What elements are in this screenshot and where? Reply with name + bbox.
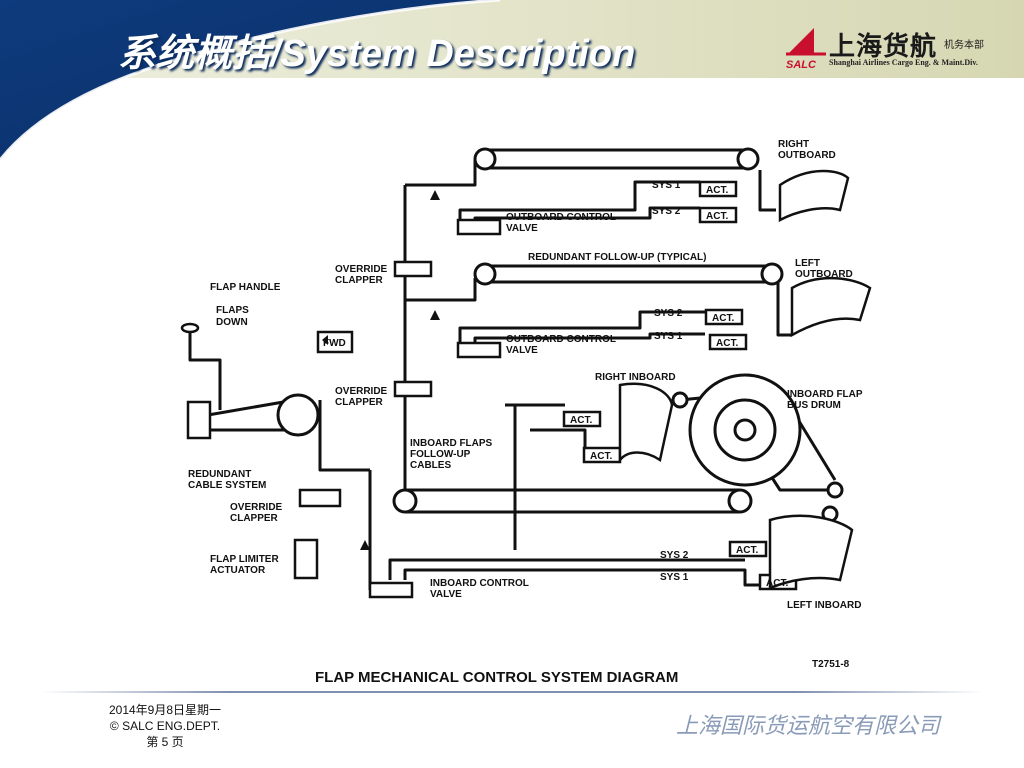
label-ob-valve-2a: OUTBOARD CONTROL (506, 334, 616, 345)
ob-control-valve-2 (456, 341, 502, 359)
footer-divider (40, 691, 984, 693)
ro-pulley-left (473, 147, 497, 171)
flap-handle-knob (180, 322, 200, 334)
override-clapper-3 (298, 488, 342, 508)
label-lo-sys2: SYS 2 (654, 308, 683, 319)
label-left-inboard: LEFT INBOARD (787, 600, 861, 611)
label-override-1b: CLAPPER (335, 275, 384, 286)
header-banner (0, 0, 1024, 160)
lo-pulley-left (473, 262, 497, 286)
label-ib-valve-2: VALVE (430, 589, 462, 600)
label-ib-valve-1: INBOARD CONTROL (430, 578, 529, 589)
ib-pulley-right (727, 488, 753, 514)
label-right-outboard-1: RIGHT (778, 139, 809, 150)
lo-pulley-right (760, 262, 784, 286)
label-ob-valve-1a: OUTBOARD CONTROL (506, 212, 616, 223)
label-left-outboard-2: OUTBOARD (795, 269, 853, 280)
ri-act-1 (562, 410, 602, 428)
label-flap-limiter-1: FLAP LIMITER (210, 554, 279, 565)
label-ib-followup-1: INBOARD FLAPS (410, 438, 493, 449)
label-fwd: FWD (323, 338, 346, 349)
flap-control-diagram: FLAP HANDLE FLAPS DOWN FWD REDUNDANT CAB… (180, 139, 872, 686)
act-label-4: ACT. (716, 338, 738, 349)
label-left-outboard-1: LEFT (795, 258, 820, 269)
salc-logo-icon: SALC (786, 28, 826, 70)
label-ro-sys1: SYS 1 (652, 180, 681, 191)
act-label-3: ACT. (712, 313, 734, 324)
lo-act-sys1 (708, 333, 748, 351)
label-ro-sys2: SYS 2 (652, 206, 681, 217)
ro-act-sys2 (698, 206, 738, 224)
diagram-title: FLAP MECHANICAL CONTROL SYSTEM DIAGRAM (315, 669, 678, 686)
footer-company: 上海国际货运航空有限公司 (676, 714, 941, 739)
label-override-2b: CLAPPER (335, 397, 384, 408)
ro-followup-cable (490, 148, 745, 170)
label-ib-followup-3: CABLES (410, 460, 451, 471)
ib-followup-cable (405, 488, 740, 514)
flap-limiter-actuator (293, 538, 319, 580)
slide-title: 系统概括/System Description (118, 33, 636, 75)
label-override-3b: CLAPPER (230, 513, 279, 524)
ib-control-valve (368, 581, 414, 599)
act-label-7: ACT. (736, 545, 758, 556)
handle-drum (276, 393, 320, 437)
label-ib-followup-2: FOLLOW-UP (410, 449, 471, 460)
label-override-1a: OVERRIDE (335, 264, 388, 275)
label-li-sys1: SYS 1 (660, 572, 689, 583)
override-clapper-2 (393, 380, 433, 398)
lo-followup-cable (490, 264, 770, 284)
diagram-ref: T2751-8 (812, 659, 850, 670)
company-logo: SALC 上海货航 机务本部 Shanghai Airlines Cargo E… (784, 24, 1016, 76)
left-inboard-flap (768, 514, 854, 590)
footer-dept: © SALC ENG.DEPT. (109, 719, 221, 733)
left-outboard-flap (790, 276, 872, 338)
label-flaps-down-1: FLAPS (216, 305, 249, 316)
label-ob-valve-2b: VALVE (506, 345, 538, 356)
ob-control-valve-1 (456, 218, 502, 236)
footer-date: 2014年9月8日星期一 (108, 703, 222, 717)
label-bus-drum-1: INBOARD FLAP (787, 389, 863, 400)
act-label-5: ACT. (570, 415, 592, 426)
override-clapper-1 (393, 260, 433, 278)
label-flaps-down-2: DOWN (216, 317, 248, 328)
act-label-8: ACT. (766, 578, 788, 589)
label-ob-valve-1b: VALVE (506, 223, 538, 234)
li-act-sys2 (728, 540, 768, 558)
logo-dept: 机务本部 (944, 40, 984, 51)
label-flap-handle: FLAP HANDLE (210, 282, 281, 293)
ro-act-sys1 (698, 180, 738, 198)
label-redundant-cable-2: CABLE SYSTEM (188, 480, 266, 491)
ib-pulley-left (392, 488, 418, 514)
redundant-cable-system (207, 398, 296, 432)
label-right-inboard: RIGHT INBOARD (595, 372, 676, 383)
flap-handle-linkage (188, 330, 222, 410)
label-override-2a: OVERRIDE (335, 386, 388, 397)
ro-pulley-right (736, 147, 760, 171)
right-inboard-flap (618, 382, 674, 464)
right-outboard-flap (778, 169, 850, 223)
act-label-2: ACT. (706, 211, 728, 222)
label-bus-drum-2: BUS DRUM (787, 400, 841, 411)
logo-en-name: Shanghai Airlines Cargo Eng. & Maint.Div… (829, 58, 978, 67)
label-redundant-cable-1: REDUNDANT (188, 469, 251, 480)
label-lo-sys1: SYS 1 (654, 331, 683, 342)
act-label-1: ACT. (706, 185, 728, 196)
label-li-sys2: SYS 2 (660, 550, 689, 561)
lo-act-sys2 (704, 308, 744, 326)
logo-mark-text: SALC (786, 59, 817, 70)
label-redundant-followup: REDUNDANT FOLLOW-UP (TYPICAL) (528, 252, 707, 263)
logo-cn-name: 上海货航 (829, 32, 938, 62)
act-label-6: ACT. (590, 451, 612, 462)
footer-page: 第 5 页 (146, 735, 184, 749)
label-override-3a: OVERRIDE (230, 502, 283, 513)
slide-header: 系统概括/System Description SALC 上海货航 机务本部 S… (0, 0, 1024, 160)
label-flap-limiter-2: ACTUATOR (210, 565, 266, 576)
footer-info: 2014年9月8日星期一 © SALC ENG.DEPT. 第 5 页 (80, 702, 250, 750)
label-right-outboard-2: OUTBOARD (778, 150, 836, 161)
